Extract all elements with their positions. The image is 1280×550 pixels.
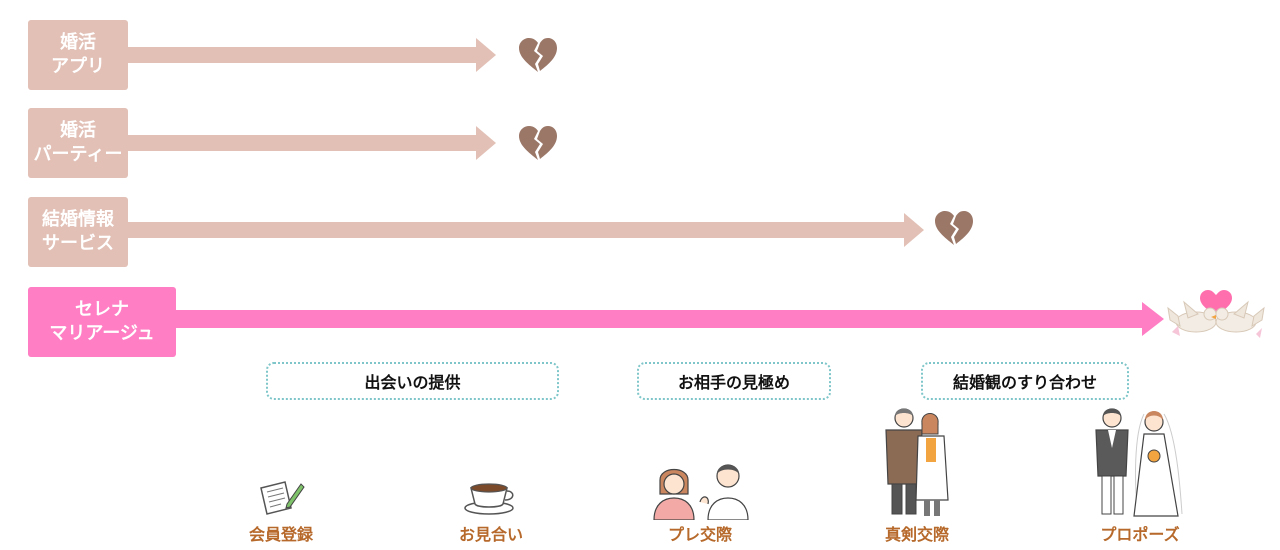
service-arrow [128,38,496,72]
couple-standing-icon [885,408,949,516]
step-label-omiai: お見合い [458,525,523,544]
service-label-line1: 結婚情報 [42,209,114,230]
wedding-couple-icon [1095,408,1183,517]
service-label-line2: アプリ [51,56,105,77]
step-label-registration: 会員登録 [248,525,313,544]
service-label-line2: マリアージュ [49,323,155,344]
service-label-line2: サービス [42,233,114,254]
registration-form-icon [260,481,305,515]
service-label-line2: パーティー [33,144,123,165]
phase-label: 出会いの提供 [364,373,461,392]
broken-heart-icon [519,126,557,160]
phase-meeting-provision: 出会いの提供 [266,362,559,400]
phase-label: お相手の見極め [677,373,790,392]
doves-heart-icon [1167,290,1265,338]
service-label-line1: 婚活 [60,32,96,53]
service-label-marriage-info-service: 結婚情報 サービス [28,197,128,267]
broken-heart-icon [935,211,973,245]
service-arrow [128,213,924,247]
step-label-serious-dating: 真剣交際 [884,525,949,544]
couple-talking-icon [653,464,749,520]
phase-partner-evaluation: お相手の見極め [637,362,831,400]
service-label-line1: 婚活 [60,120,96,141]
phase-marriage-values-alignment: 結婚観のすり合わせ [921,362,1129,400]
phase-label: 結婚観のすり合わせ [952,373,1097,392]
service-arrow [128,126,496,160]
service-label-line1: セレナ [75,299,129,320]
service-label-serena-mariage: セレナ マリアージュ [28,287,176,357]
service-label-konkatsu-party: 婚活 パーティー [28,108,128,178]
step-label-proposal: プロポーズ [1100,525,1180,544]
service-arrow-highlight [176,302,1164,336]
service-label-konkatsu-app: 婚活 アプリ [28,20,128,90]
broken-heart-icon [519,38,557,72]
coffee-cup-icon [464,483,514,515]
step-label-pre-dating: プレ交際 [667,525,732,544]
